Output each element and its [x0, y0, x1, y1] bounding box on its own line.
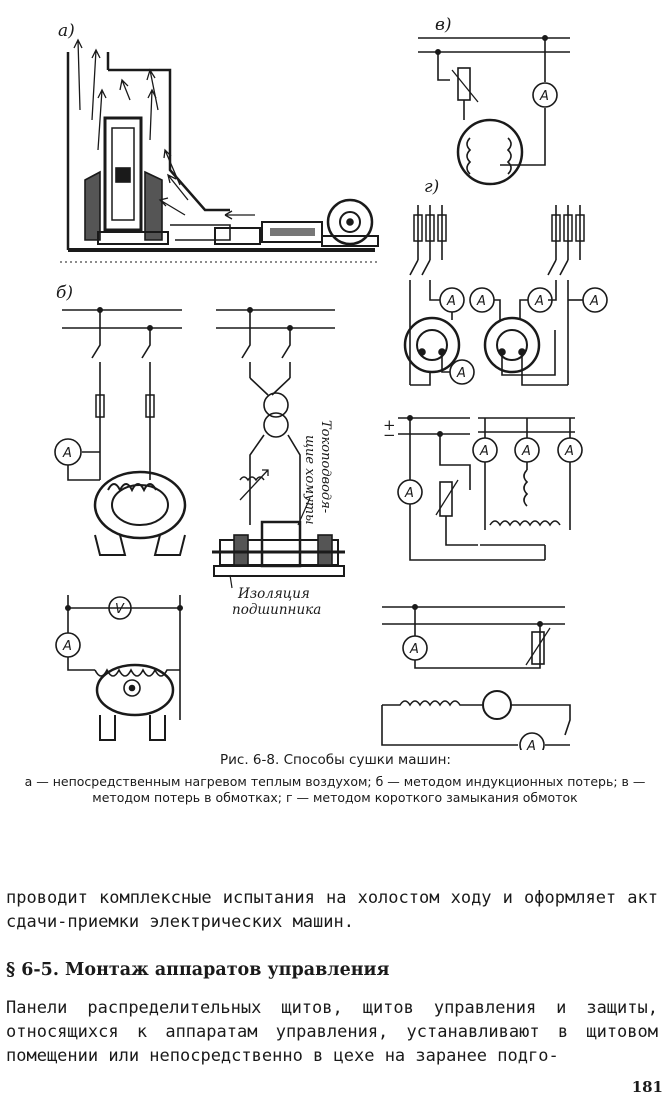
- label-a: а): [58, 21, 75, 41]
- hot-air-arrows: [73, 38, 189, 216]
- diagram-a: а): [58, 21, 380, 263]
- section-heading: § 6-5. Монтаж аппаратов управления: [6, 960, 390, 980]
- annotation-insulation-2: подшипника: [232, 602, 321, 618]
- ammeter-g7: A: [479, 444, 489, 459]
- diagram-v: в) A: [418, 15, 570, 186]
- ammeter-v: A: [539, 89, 549, 104]
- ammeter-g2: A: [476, 294, 486, 309]
- ammeter-g6: A: [404, 486, 414, 501]
- diagram-b2: Токоподводя- щие хомуты Изоляция подшипн…: [212, 306, 345, 618]
- ammeter-g3: A: [534, 294, 544, 309]
- ammeter-g10: A: [409, 642, 419, 657]
- voltmeter-b3: V: [115, 602, 125, 617]
- figure-caption-body: а — непосредственным нагревом теплым воз…: [24, 774, 646, 805]
- figure-6-8: а): [54, 15, 608, 750]
- label-g: г): [424, 177, 439, 197]
- label-v: в): [435, 15, 452, 35]
- diagram-b: б) A: [54, 283, 187, 556]
- polarity-plus: +: [383, 416, 396, 434]
- ammeter-b: A: [62, 446, 72, 461]
- ammeter-g8: A: [521, 444, 531, 459]
- diagram-g3: A A: [381, 603, 571, 750]
- diagram-b3: V A: [55, 595, 184, 741]
- label-b: б): [56, 283, 73, 303]
- ammeter-g1: A: [446, 294, 456, 309]
- figure-caption-title: Рис. 6-8. Способы сушки машин:: [220, 752, 451, 768]
- ammeter-g11: A: [526, 739, 536, 750]
- ammeter-g9: A: [564, 444, 574, 459]
- annotation-clamps-2: щие хомуты: [302, 435, 317, 525]
- ammeter-b3: A: [62, 639, 72, 654]
- diagram-g2: + − A A A A: [383, 414, 583, 561]
- diagram-g: г) A A A A A: [403, 177, 608, 386]
- ammeter-g5: A: [456, 366, 466, 381]
- page-number: 181: [631, 1078, 663, 1096]
- annotation-insulation-1: Изоляция: [237, 586, 310, 602]
- polarity-minus: −: [383, 426, 396, 444]
- paragraph-2: Панели распределительных щитов, щитов уп…: [6, 998, 658, 1066]
- annotation-clamps-1: Токоподводя-: [318, 420, 333, 513]
- paragraph-1: проводит комплексные испытания на холост…: [6, 888, 658, 932]
- ammeter-g4: A: [589, 294, 599, 309]
